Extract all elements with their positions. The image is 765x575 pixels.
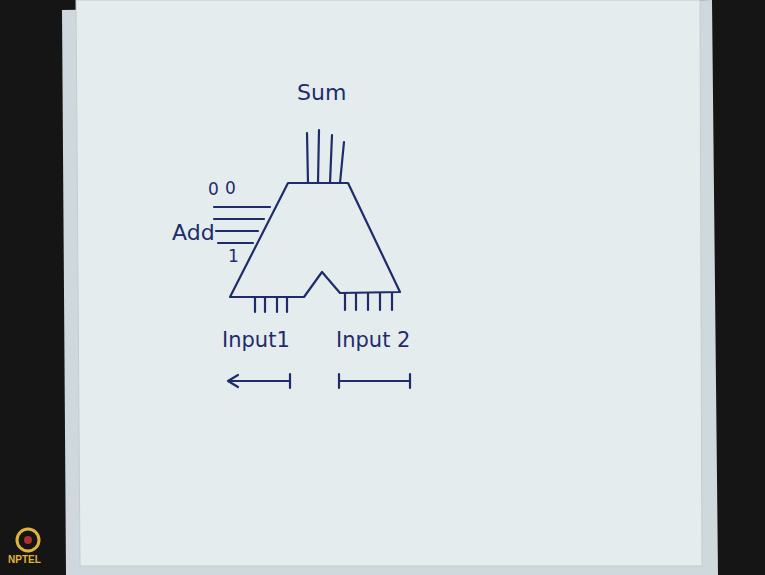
control-label: Add <box>172 222 215 244</box>
paper-sheet <box>76 0 702 566</box>
logo-text: NPTEL <box>8 555 41 565</box>
logo-hub <box>24 536 32 544</box>
input-label: Input 2 <box>336 330 410 351</box>
input-label: Input1 <box>222 330 290 351</box>
input2-wires <box>345 293 392 310</box>
sum-wires <box>307 130 344 183</box>
bit-value: 1 <box>228 248 239 265</box>
input1-wires <box>255 297 287 312</box>
input1-bracket <box>228 374 290 388</box>
input2-bracket <box>339 374 410 388</box>
back-sheet <box>62 0 718 575</box>
add-wires <box>214 207 270 243</box>
output-label: Sum <box>297 82 346 104</box>
alu-outline <box>230 183 400 297</box>
bit-value: 0 <box>225 180 236 197</box>
logo-wheel <box>17 529 39 551</box>
bit-value: 0 <box>208 181 219 198</box>
